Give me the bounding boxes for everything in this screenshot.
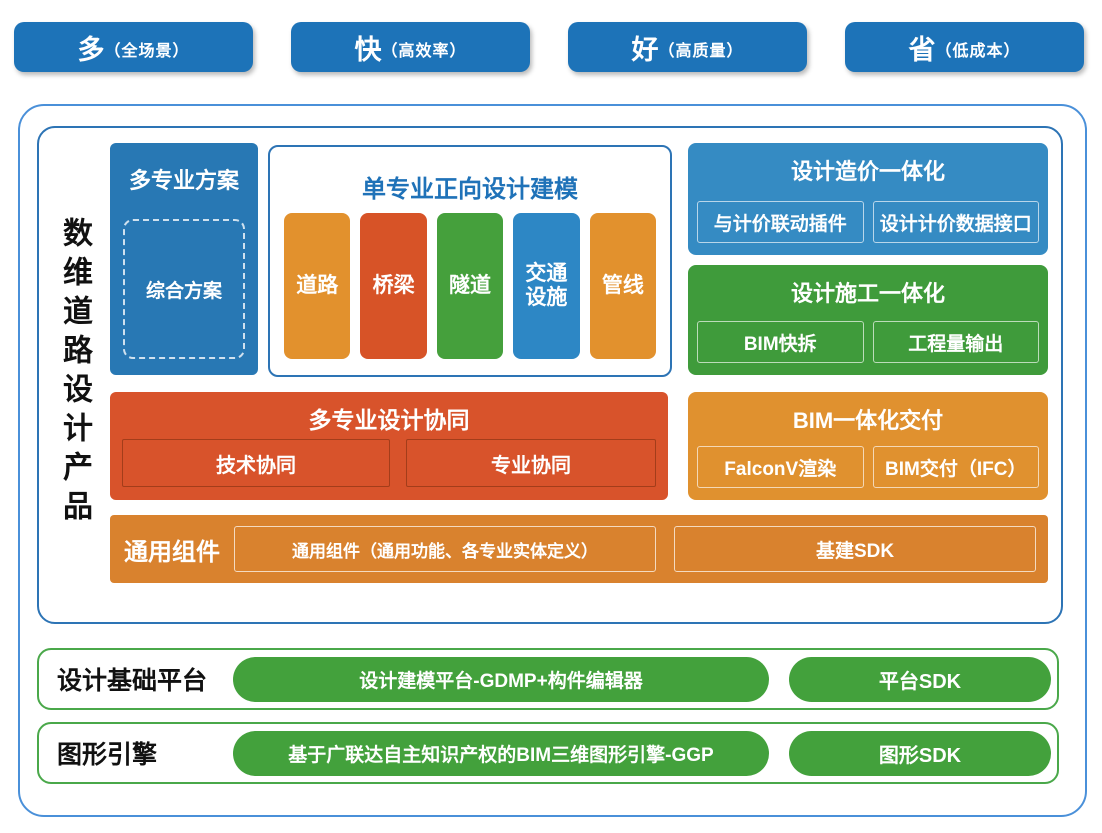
collaboration-items: 技术协同 专业协同 — [122, 439, 656, 487]
platform-sdk-pill: 平台SDK — [789, 656, 1051, 702]
cost-plugin-box: 与计价联动插件 — [697, 201, 864, 243]
banner-button-sheng: 省 （低成本） — [845, 22, 1084, 72]
banner-button-kuai: 快 （高效率） — [291, 22, 530, 72]
gdmp-platform-pill: 设计建模平台-GDMP+构件编辑器 — [233, 656, 769, 702]
common-functions-box: 通用组件（通用功能、各专业实体定义） — [234, 526, 656, 572]
banner-sub: （低成本） — [935, 42, 1021, 60]
construction-integration-block: 设计施工一体化 BIM快拆 工程量输出 — [688, 265, 1048, 375]
discipline-collaboration-box: 专业协同 — [406, 439, 656, 487]
banner-button-duo: 多 （全场景） — [14, 22, 253, 72]
banner-button-hao: 好 （高质量） — [568, 22, 807, 72]
banner-sub: （全场景） — [104, 42, 190, 60]
collaboration-block: 多专业设计协同 技术协同 专业协同 — [110, 392, 668, 500]
banner-key: 好 — [631, 34, 659, 65]
single-modeling-title: 单专业正向设计建模 — [362, 176, 578, 203]
technical-collaboration-box: 技术协同 — [122, 439, 390, 487]
falconv-render-box: FalconV渲染 — [697, 446, 864, 488]
ggp-engine-pill: 基于广联达自主知识产权的BIM三维图形引擎-GGP — [233, 730, 769, 776]
banner-sub: （高效率） — [381, 42, 467, 60]
bim-quick-split-box: BIM快拆 — [697, 321, 864, 363]
engine-label: 图形引擎 — [57, 741, 158, 769]
specialty-traffic-facilities: 交通设施 — [513, 213, 580, 359]
common-components-label: 通用组件 — [124, 538, 220, 566]
platform-label: 设计基础平台 — [57, 667, 208, 695]
banner-key: 多 — [77, 34, 105, 65]
banner-key: 省 — [908, 34, 936, 65]
quantity-output-box: 工程量输出 — [872, 321, 1039, 363]
product-section-title: 数维道路设计产品 — [58, 217, 91, 529]
cost-integration-items: 与计价联动插件 设计计价数据接口 — [697, 201, 1039, 243]
comprehensive-scheme-box: 综合方案 — [123, 219, 245, 359]
multi-scheme-block: 多专业方案 综合方案 — [110, 143, 258, 375]
specialty-tunnel: 隧道 — [436, 213, 504, 359]
collaboration-title: 多专业设计协同 — [308, 407, 470, 433]
specialty-bridge: 桥梁 — [360, 213, 427, 359]
construction-integration-title: 设计施工一体化 — [790, 281, 945, 306]
bim-delivery-items: FalconV渲染 BIM交付（IFC） — [697, 446, 1039, 488]
bim-delivery-block: BIM一体化交付 FalconV渲染 BIM交付（IFC） — [688, 392, 1048, 500]
banner-sub: （高质量） — [658, 42, 744, 60]
infrastructure-sdk-box: 基建SDK — [674, 526, 1036, 572]
cost-integration-title: 设计造价一体化 — [790, 159, 945, 184]
common-components-row: 通用组件 通用组件（通用功能、各专业实体定义） 基建SDK — [110, 515, 1048, 583]
engine-row: 图形引擎 基于广联达自主知识产权的BIM三维图形引擎-GGP 图形SDK — [37, 722, 1059, 784]
graphics-sdk-pill: 图形SDK — [789, 730, 1051, 776]
construction-integration-items: BIM快拆 工程量输出 — [697, 321, 1039, 363]
banner-key: 快 — [354, 34, 382, 65]
multi-scheme-title: 多专业方案 — [128, 168, 239, 193]
specialty-row: 道路 桥梁 隧道 交通设施 管线 — [284, 213, 657, 359]
bim-ifc-delivery-box: BIM交付（IFC） — [872, 446, 1039, 488]
platform-row: 设计基础平台 设计建模平台-GDMP+构件编辑器 平台SDK — [37, 648, 1059, 710]
cost-integration-block: 设计造价一体化 与计价联动插件 设计计价数据接口 — [688, 143, 1048, 255]
cost-data-interface-box: 设计计价数据接口 — [872, 201, 1039, 243]
specialty-road: 道路 — [284, 213, 351, 359]
single-modeling-box: 单专业正向设计建模 道路 桥梁 隧道 交通设施 管线 — [268, 145, 672, 377]
bim-delivery-title: BIM一体化交付 — [792, 408, 944, 433]
specialty-pipeline: 管线 — [589, 213, 657, 359]
